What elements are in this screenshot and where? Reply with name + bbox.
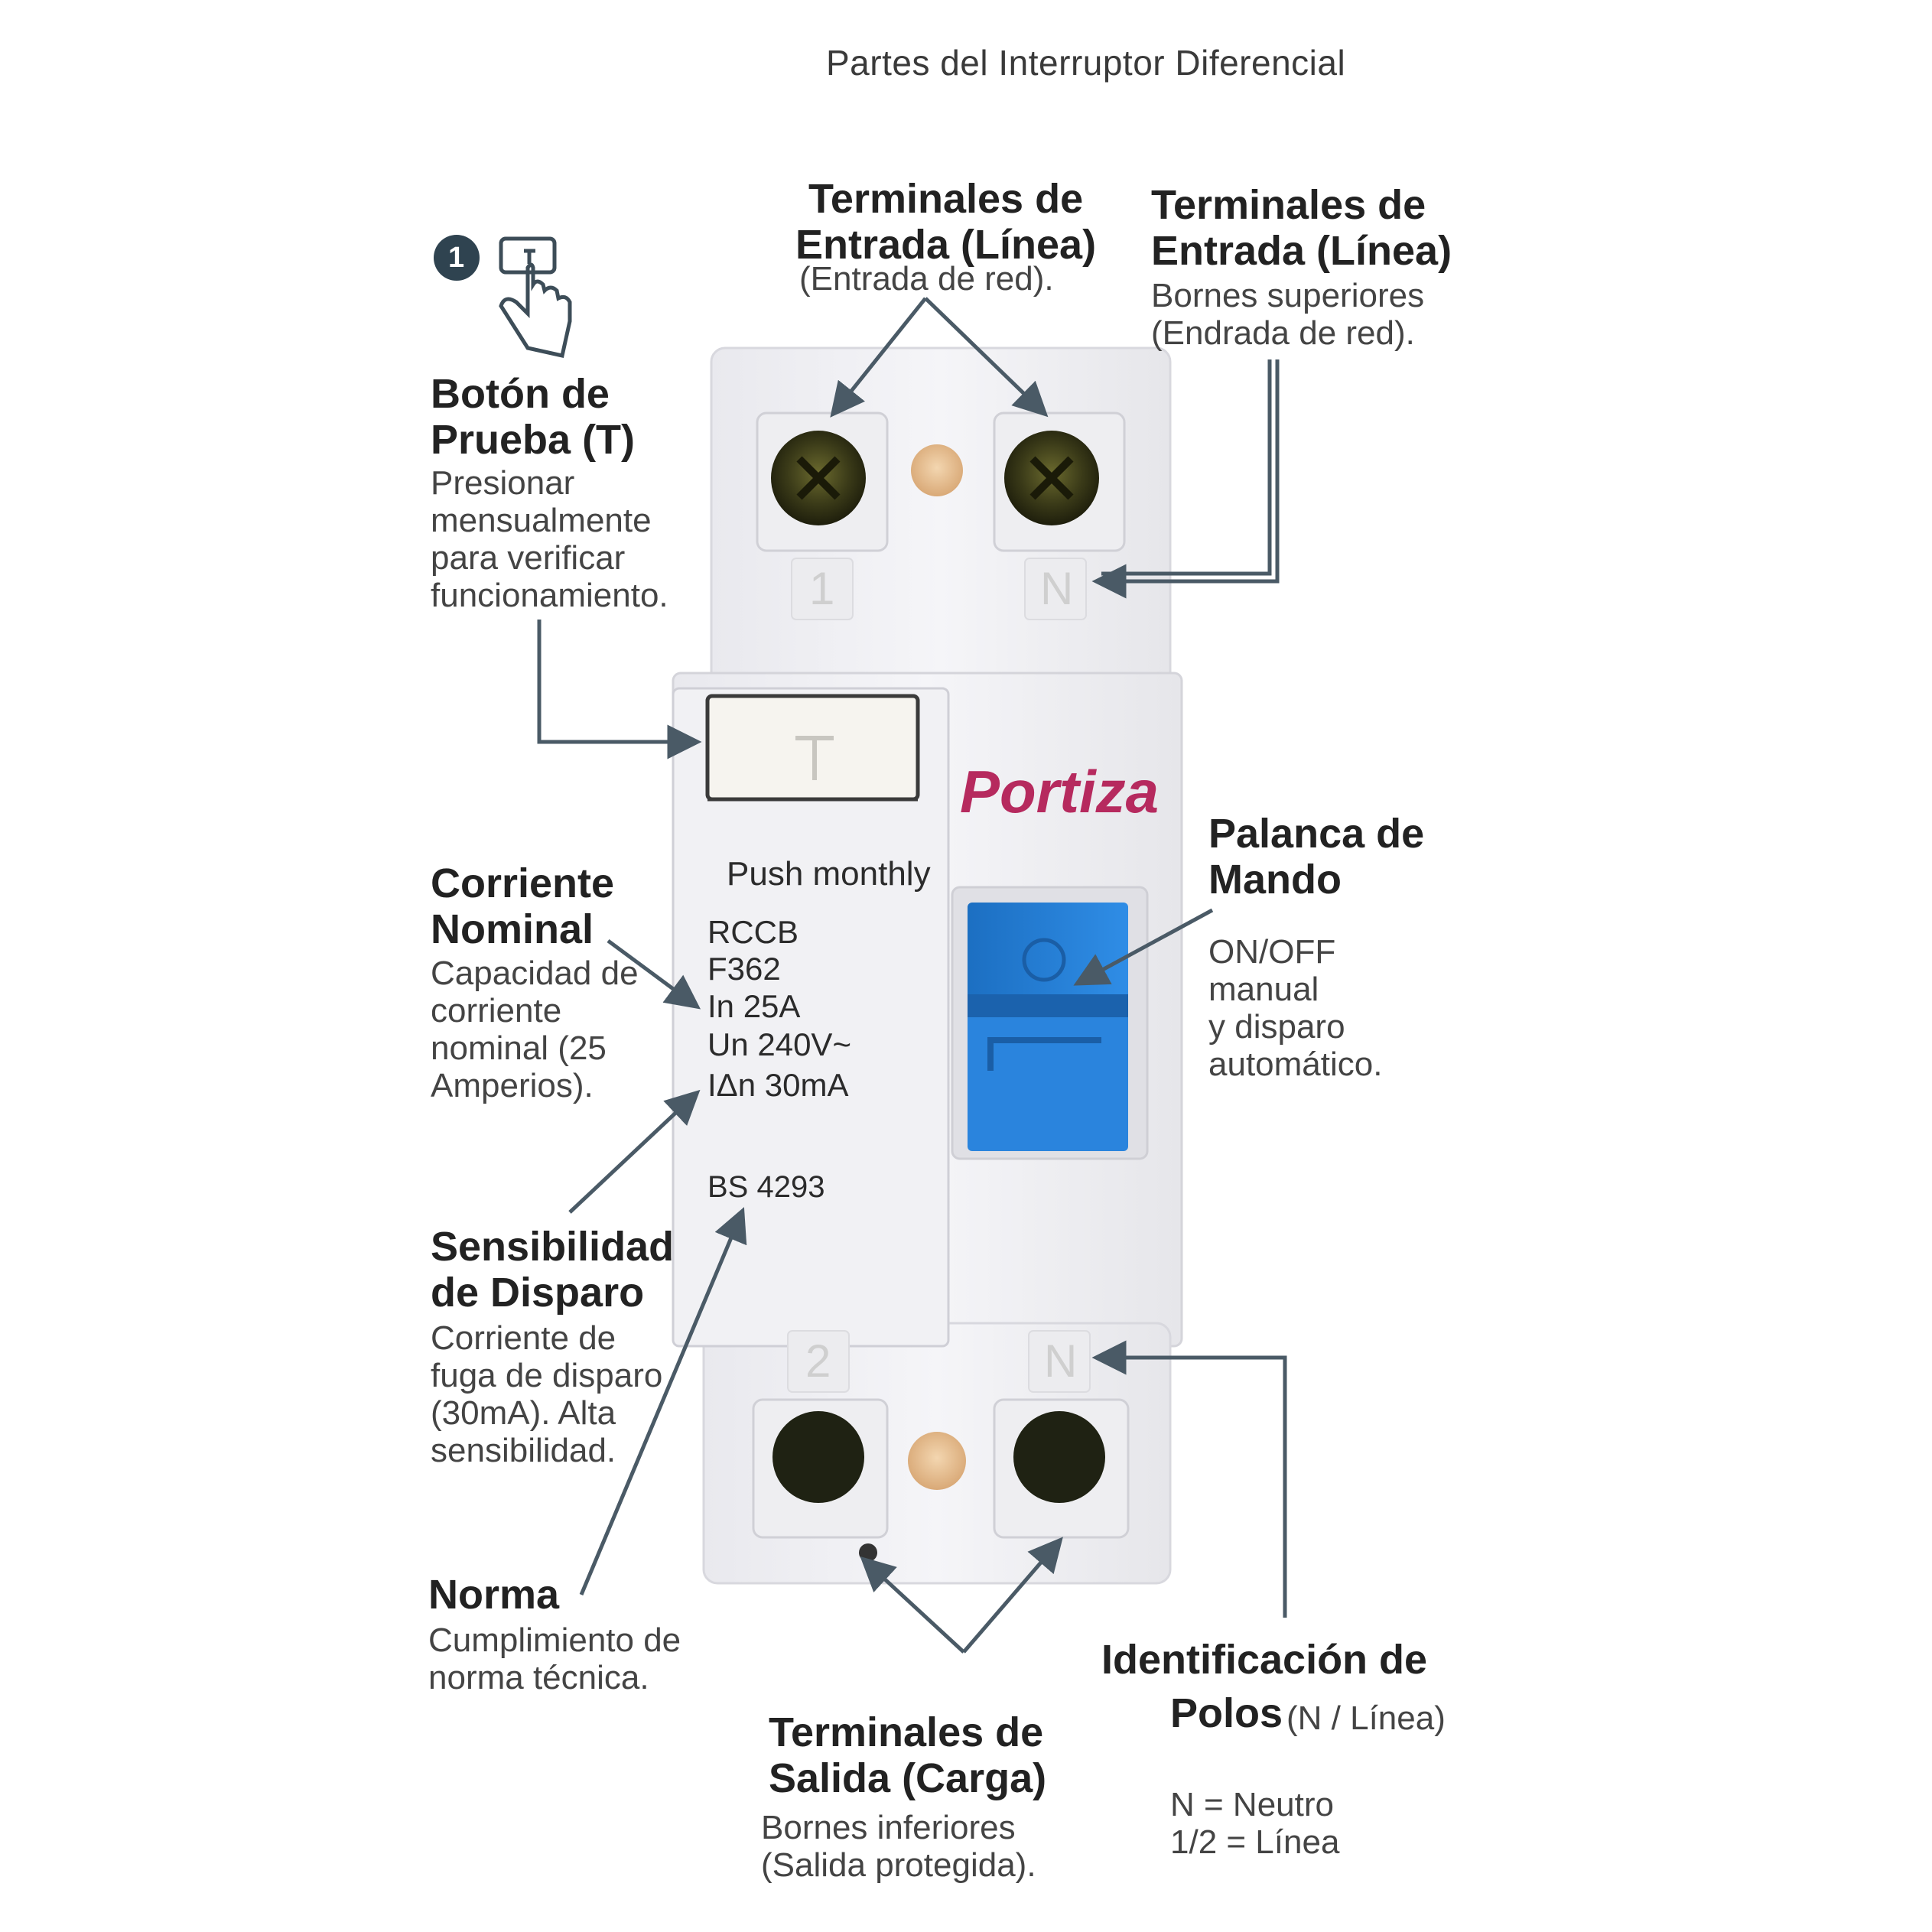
rccb-device [672,346,1183,1585]
bottom-rivet [908,1432,966,1490]
bottom-screw-2 [772,1411,864,1503]
palanca-heading: Palanca de Mando [1208,811,1425,903]
boton-prueba-heading: Botón de Prueba (T) [431,371,636,463]
polos-heading-line2: Polos [1170,1690,1283,1736]
polos-legend: N = Neutro 1/2 = Línea [1170,1786,1340,1861]
bottom-screw-n [1013,1411,1105,1503]
entrada-right-desc: Bornes superiores (Endrada de red). [1151,277,1425,352]
top-pole-marker-1: 1 [809,563,835,614]
salida-desc: Bornes inferiores (Salida protegida). [761,1809,1036,1884]
diagram-title: Partes del Interruptor Diferencial [826,43,1346,83]
leader-lines [537,297,1287,1654]
top-pole-marker-n: N [1040,563,1074,614]
bottom-pole-marker-n: N [1044,1335,1078,1387]
blue-operating-handle [968,903,1128,1151]
spec-line-2: F362 [707,951,781,987]
test-button-key: T [795,730,800,739]
entrada-center-desc: (Entrada de red). [799,260,1054,298]
corriente-nominal-heading: Corriente Nominal [431,860,615,952]
sensibilidad-heading: Sensibilidad de Disparo [431,1224,675,1316]
top-rivet [911,444,963,496]
boton-prueba-desc: Presionar mensualmente para verificar fu… [431,464,668,614]
step-badge [434,235,480,281]
spec-line-1: RCCB [707,914,799,950]
corriente-nominal-desc: Capacidad de corriente nominal (25 Amper… [431,955,639,1104]
spec-line-3: In 25A [707,988,801,1024]
palanca-desc: ON/OFF manual y disparo automático. [1208,933,1383,1083]
entrada-center-heading: Terminales de Entrada (Línea) [795,176,1097,268]
spec-line-5: IΔn 30mA [707,1067,849,1103]
bottom-pole-marker-2: 2 [805,1335,831,1387]
finger-press-icon [499,236,572,358]
standard-label: BS 4293 [707,1170,825,1204]
polos-heading-line1: Identificación de [1101,1637,1428,1683]
polos-heading-suffix: (N / Línea) [1286,1699,1446,1737]
norma-heading: Norma [428,1572,560,1618]
sensibilidad-desc: Corriente de fuga de disparo (30mA). Alt… [431,1319,663,1469]
norma-desc: Cumplimiento de norma técnica. [428,1621,681,1696]
push-monthly-label: Push monthly [727,855,931,893]
entrada-right-heading: Terminales de Entrada (Línea) [1151,182,1452,274]
brand-logo: Portiza [960,758,1160,825]
salida-heading: Terminales de Salida (Carga) [769,1709,1047,1801]
spec-line-4: Un 240V~ [707,1026,851,1062]
step-badge-number: 1 [448,242,465,274]
